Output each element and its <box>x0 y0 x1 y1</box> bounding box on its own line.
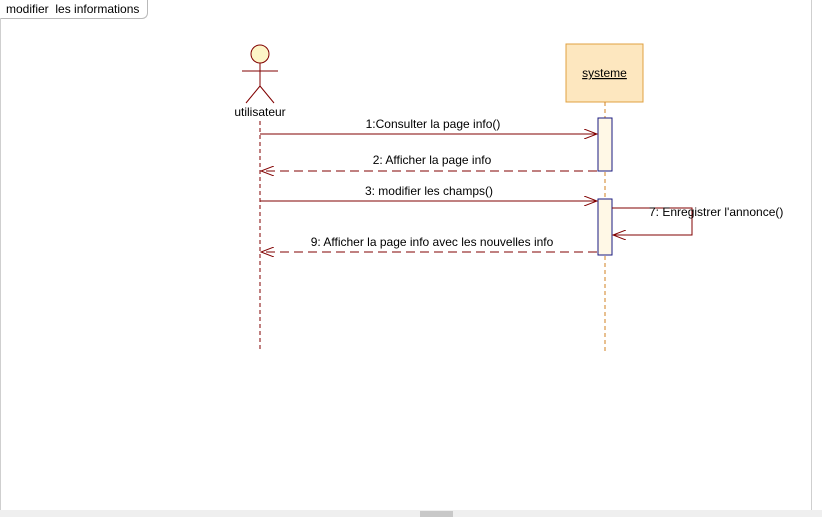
activation-bar-2 <box>597 198 613 256</box>
message-3-label: 3: modifier les champs() <box>365 184 493 198</box>
system-name: systeme <box>582 66 627 80</box>
message-1-label: 1:Consulter la page info() <box>366 117 501 131</box>
system-object[interactable]: systeme <box>565 43 644 103</box>
actor-right-leg <box>259 85 275 104</box>
horizontal-scrollbar[interactable] <box>0 510 822 517</box>
message-7-label: 7: Enregistrer l'annonce() <box>649 205 783 219</box>
frame-title: modifier les informations <box>0 0 149 19</box>
activation-bar-1 <box>597 117 613 172</box>
actor-left-leg <box>245 85 261 104</box>
actor-name: utilisateur <box>234 105 285 119</box>
system-box <box>565 43 644 103</box>
scrollbar-thumb[interactable] <box>420 511 453 517</box>
message-2-label: 2: Afficher la page info <box>373 153 492 167</box>
message-7-self-arrow[interactable] <box>612 207 693 235</box>
actor-head <box>250 44 270 64</box>
message-9-label: 9: Afficher la page info avec les nouvel… <box>311 235 554 249</box>
actor-figure[interactable] <box>242 44 278 104</box>
frame-right-border <box>811 0 812 510</box>
frame-left-border <box>0 18 1 510</box>
